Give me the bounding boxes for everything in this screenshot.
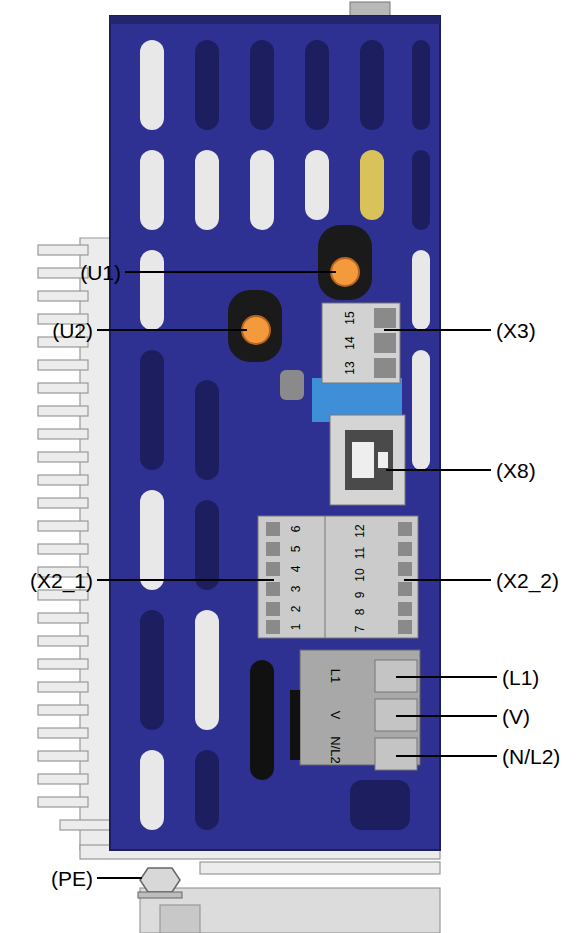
callout-label: (U1) bbox=[80, 262, 121, 283]
pin-number: 10 bbox=[354, 568, 366, 581]
x3-terminal bbox=[322, 303, 400, 383]
power-connector bbox=[290, 650, 420, 770]
x2-terminal bbox=[258, 516, 418, 638]
pin-number: 1 bbox=[290, 624, 302, 631]
pin-number: 12 bbox=[354, 524, 366, 537]
callout-label: (X3) bbox=[496, 320, 536, 341]
callout-label: (X2_1) bbox=[30, 570, 93, 591]
pin-number: 2 bbox=[290, 606, 302, 613]
pin-number: 7 bbox=[354, 626, 366, 633]
potentiometer-u1 bbox=[318, 225, 372, 300]
housing-lip bbox=[110, 16, 440, 24]
terminal-marking: V bbox=[329, 711, 342, 720]
pin-number: 13 bbox=[344, 361, 356, 374]
terminal-marking: N/L2 bbox=[329, 736, 342, 763]
pin-number: 3 bbox=[290, 586, 302, 593]
callout-label: (U2) bbox=[52, 320, 93, 341]
pin-number: 4 bbox=[290, 566, 302, 573]
pe-bolt bbox=[138, 868, 182, 898]
pin-number: 5 bbox=[290, 546, 302, 553]
vent-slots bbox=[140, 40, 430, 830]
callout-label: (V) bbox=[502, 706, 530, 727]
pin-number: 9 bbox=[354, 592, 366, 599]
callout-label: (X2_2) bbox=[496, 570, 559, 591]
pin-number: 8 bbox=[354, 609, 366, 616]
callout-label: (X8) bbox=[496, 460, 536, 481]
pin-number: 15 bbox=[344, 311, 356, 324]
x8-rj45 bbox=[330, 415, 405, 505]
potentiometer-u2 bbox=[228, 290, 282, 362]
callout-label: (N/L2) bbox=[502, 746, 560, 767]
callout-label: (PE) bbox=[51, 868, 93, 889]
pin-number: 11 bbox=[354, 547, 366, 559]
housing bbox=[110, 16, 440, 850]
terminal-marking: L1 bbox=[329, 669, 342, 683]
pin-number: 6 bbox=[290, 526, 302, 533]
callout-label: (L1) bbox=[502, 667, 539, 688]
pin-number: 14 bbox=[344, 336, 356, 349]
leader-lines bbox=[97, 272, 497, 878]
